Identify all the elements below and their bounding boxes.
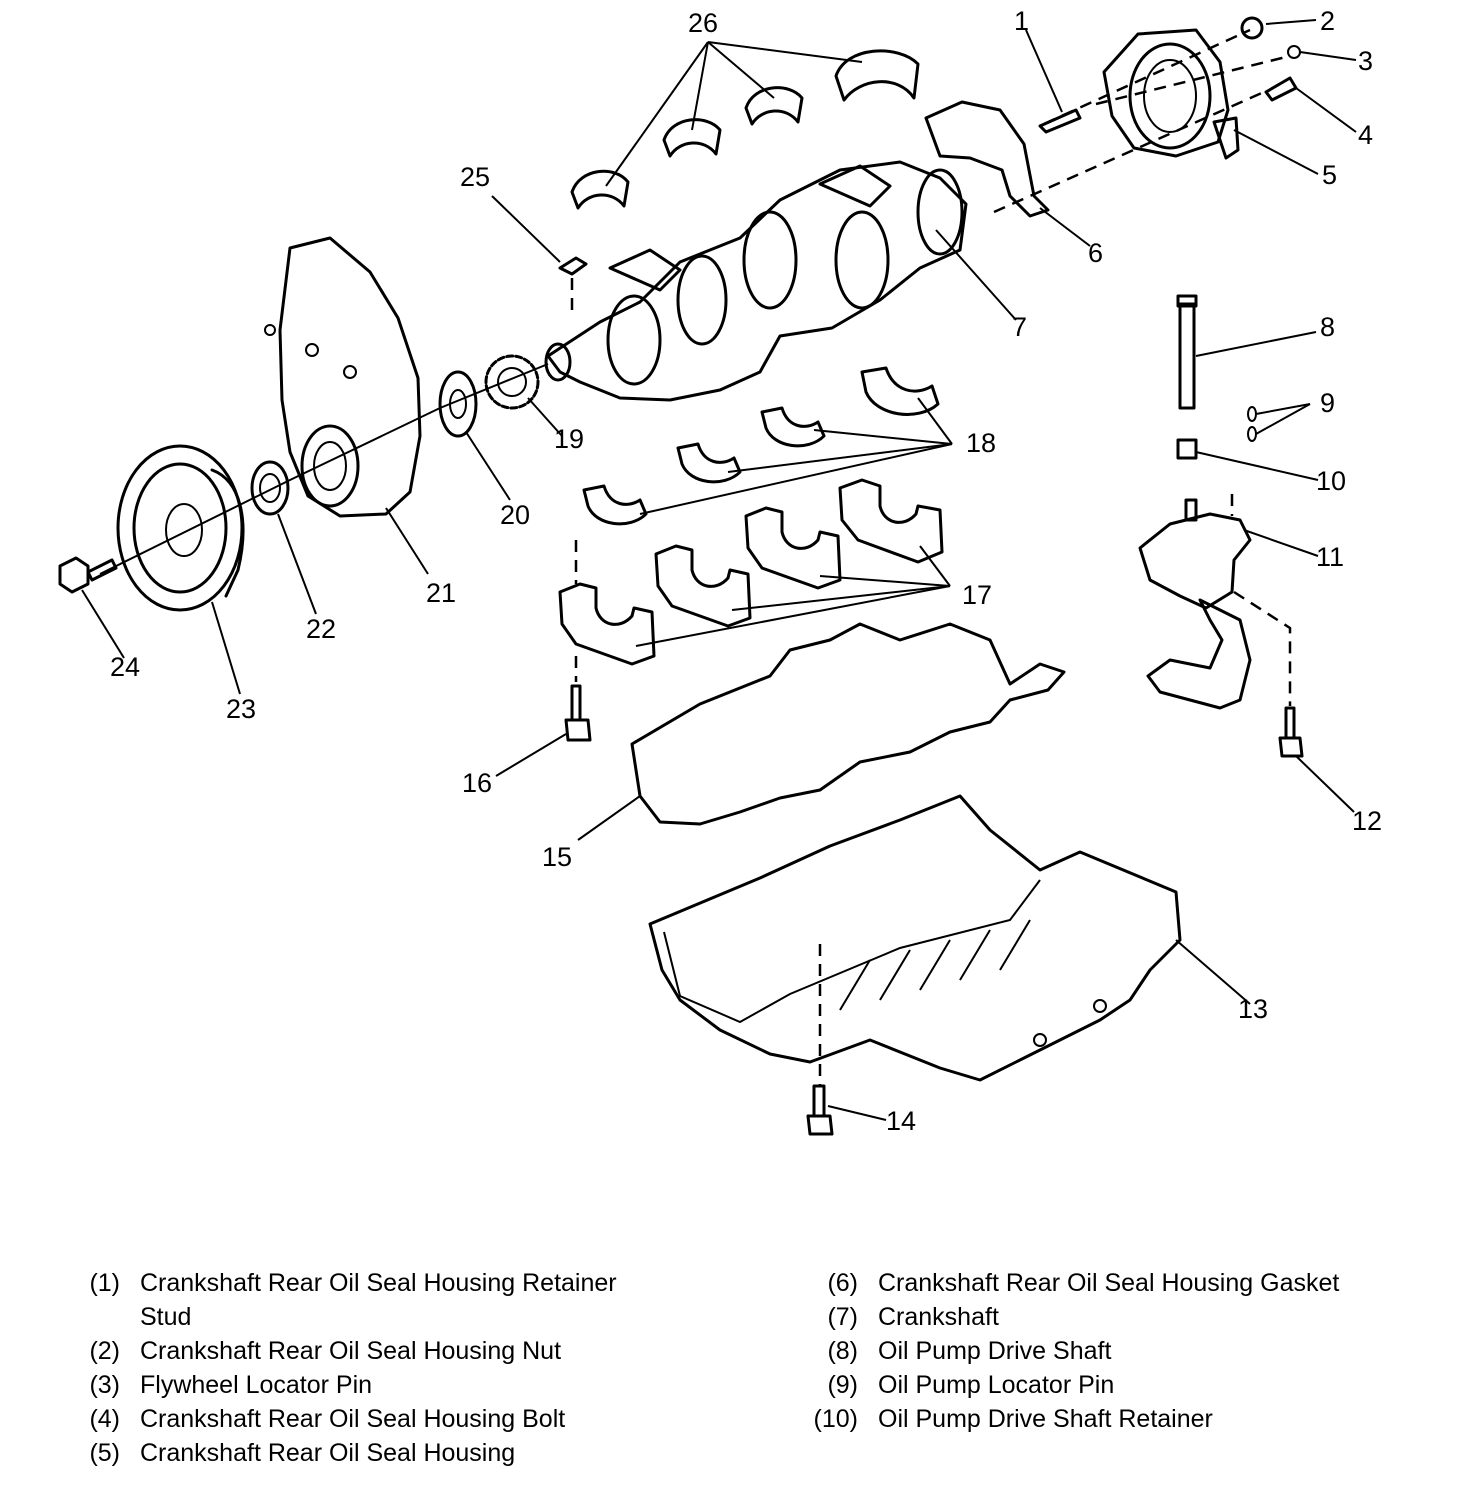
callout-19: 19 (554, 424, 584, 454)
legend-label: Crankshaft Rear Oil Seal Housing Bolt (140, 1405, 566, 1433)
crankshaft-sprocket (484, 354, 540, 410)
legend-label: Oil Pump Locator Pin (878, 1371, 1115, 1399)
callout-12: 12 (1352, 806, 1382, 836)
crankshaft-key (558, 256, 588, 276)
legend-number: (7) (827, 1303, 858, 1331)
legend-number: (10) (813, 1405, 858, 1433)
legend-number: (5) (89, 1439, 120, 1467)
callout-7: 7 (1012, 312, 1027, 342)
callout-16: 16 (462, 768, 492, 798)
callout-11: 11 (1316, 542, 1344, 572)
callout-25: 25 (460, 162, 490, 192)
engine-front-cover (264, 236, 422, 518)
legend-item-5: (5) Crankshaft Rear Oil Seal Housing (82, 1436, 620, 1470)
legend-label: Crankshaft (878, 1303, 999, 1331)
legend-number: (2) (89, 1337, 120, 1365)
main-bearing-cap-bolt (564, 540, 592, 742)
exploded-parts-diagram: 26 1 2 3 4 5 6 7 8 9 10 11 12 13 14 15 1… (58, 6, 1382, 1136)
legend-item-1: (1) Crankshaft Rear Oil Seal Housing Ret… (82, 1266, 620, 1334)
callout-21: 21 (426, 578, 456, 608)
callout-4: 4 (1358, 120, 1373, 150)
oil-slinger-washer (438, 370, 478, 438)
legend-number: (1) (89, 1269, 120, 1297)
callout-22: 22 (306, 614, 336, 644)
legend-item-7: (7) Crankshaft (806, 1300, 1418, 1334)
oil-pan-bolt (806, 944, 834, 1136)
leader-lines (81, 19, 1357, 1121)
legend-label: Crankshaft Rear Oil Seal Housing Gasket (878, 1269, 1340, 1297)
legend-number: (8) (827, 1337, 858, 1365)
oil-pump-drive-shaft (1176, 294, 1198, 410)
legend-item-10: (10) Oil Pump Drive Shaft Retainer (806, 1402, 1418, 1436)
legend-number: (3) (89, 1371, 120, 1399)
callout-6: 6 (1088, 238, 1103, 268)
callout-17: 17 (962, 580, 992, 610)
legend-item-9: (9) Oil Pump Locator Pin (806, 1368, 1418, 1402)
legend-number: (4) (89, 1405, 120, 1433)
callout-2: 2 (1320, 6, 1335, 36)
callout-8: 8 (1320, 312, 1335, 342)
callout-20: 20 (500, 500, 530, 530)
callout-5: 5 (1322, 160, 1337, 190)
callout-24: 24 (110, 652, 140, 682)
legend-label: Oil Pump Drive Shaft Retainer (878, 1405, 1213, 1433)
oil-pan-gasket (630, 622, 1066, 826)
callout-14: 14 (886, 1106, 916, 1136)
oil-pump-bolt (1278, 706, 1304, 758)
main-bearing-lower-halves (582, 366, 940, 526)
callout-9: 9 (1320, 388, 1335, 418)
legend-label: Crankshaft Rear Oil Seal Housing Nut (140, 1337, 562, 1365)
callout-15: 15 (542, 842, 572, 872)
oil-pump-locator-pins (1247, 406, 1257, 442)
legend-right-column: (6) Crankshaft Rear Oil Seal Housing Gas… (806, 1266, 1418, 1436)
crankshaft (544, 160, 968, 402)
legend-item-8: (8) Oil Pump Drive Shaft (806, 1334, 1418, 1368)
legend-number: (9) (827, 1371, 858, 1399)
legend-item-3: (3) Flywheel Locator Pin (82, 1368, 620, 1402)
legend-label: Crankshaft Rear Oil Seal Housing (140, 1439, 516, 1467)
crankshaft-balancer (116, 444, 245, 612)
legend-item-4: (4) Crankshaft Rear Oil Seal Housing Bol… (82, 1402, 620, 1436)
legend-number: (6) (827, 1269, 858, 1297)
rear-oil-seal-housing-group (924, 16, 1301, 218)
callout-26: 26 (688, 8, 718, 38)
callout-13: 13 (1238, 994, 1268, 1024)
callout-numbers: 26 1 2 3 4 5 6 7 8 9 10 11 12 13 14 15 1… (110, 6, 1382, 1136)
legend-label: Oil Pump Drive Shaft (878, 1337, 1112, 1365)
main-bearing-caps (558, 478, 944, 666)
balancer-bolt (58, 556, 118, 594)
callout-3: 3 (1358, 46, 1373, 76)
front-crankshaft-seal (250, 460, 290, 516)
legend-item-2: (2) Crankshaft Rear Oil Seal Housing Nut (82, 1334, 620, 1368)
callout-1: 1 (1014, 6, 1029, 36)
main-bearing-upper-halves (570, 49, 920, 210)
callout-23: 23 (226, 694, 256, 724)
legend-item-6: (6) Crankshaft Rear Oil Seal Housing Gas… (806, 1266, 1418, 1300)
legend-label: Crankshaft Rear Oil Seal Housing Retaine… (140, 1269, 617, 1331)
legend-left-column: (1) Crankshaft Rear Oil Seal Housing Ret… (82, 1266, 620, 1470)
oil-pan (648, 794, 1182, 1082)
oil-pump-drive-shaft-retainer (1176, 438, 1198, 460)
callout-10: 10 (1316, 466, 1346, 496)
oil-pump-assembly (1138, 494, 1292, 710)
callout-18: 18 (966, 428, 996, 458)
legend-label: Flywheel Locator Pin (140, 1371, 373, 1399)
